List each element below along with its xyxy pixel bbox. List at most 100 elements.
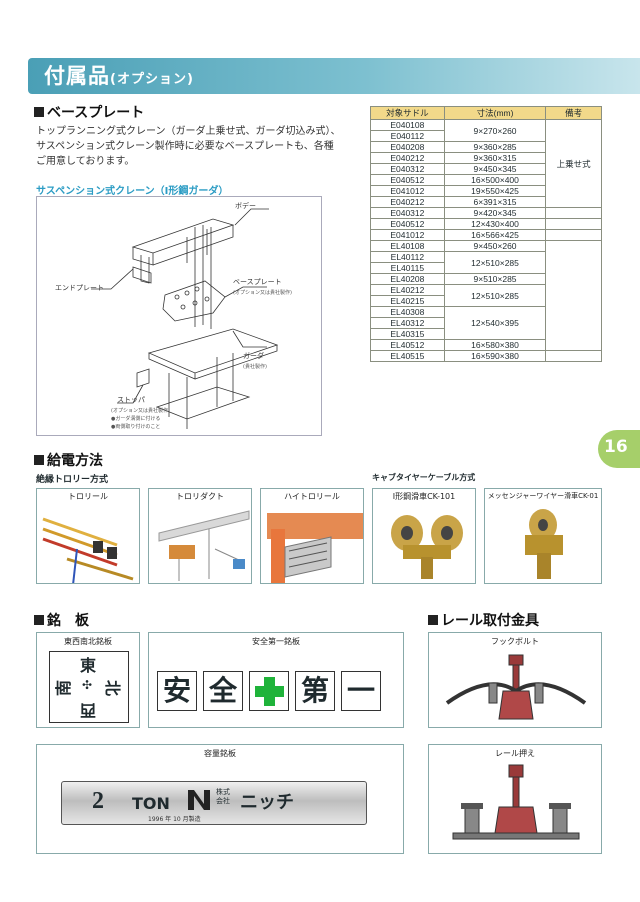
cell-size: 9×450×260 <box>443 240 547 252</box>
cell-model: EL40215 <box>370 295 445 307</box>
cell-size: 12×540×395 <box>443 306 547 340</box>
cell-model: EL40212 <box>370 284 445 296</box>
green-cross-icon <box>249 671 289 711</box>
saddle-label: ボデー <box>235 202 256 210</box>
cell-model: EL40308 <box>370 306 445 318</box>
manufacture-date: 1996 年 10 月製造 <box>148 816 201 823</box>
cell-model: E041012 <box>370 229 445 241</box>
company-name: ニッチ <box>240 792 294 813</box>
cell-size: 6×391×315 <box>443 196 547 208</box>
rail-clamp-drawing <box>452 764 580 840</box>
power-heading: 給電方法 <box>34 450 103 470</box>
cell-model: E040212 <box>370 152 445 164</box>
compass-cross-icon: ✣ <box>82 678 93 692</box>
company-prefix-2: 会社 <box>216 797 230 805</box>
photo-i-beam-pulley: I形鋼滑車CK-101 <box>372 488 476 584</box>
safety-plate: 安 全 第 一 <box>157 671 395 711</box>
cell-model: EL40208 <box>370 273 445 285</box>
safety-char-1: 安 <box>157 671 197 711</box>
stopper-note-3: ●両側取り付けのこと <box>111 424 161 430</box>
rail-fitting-heading: レール取付金具 <box>428 610 539 630</box>
cell-size: 12×430×400 <box>443 218 547 230</box>
hook-bolt-box: フックボルト <box>428 632 602 728</box>
cell-model: E040208 <box>370 141 445 153</box>
cell-model: EL40515 <box>370 350 445 362</box>
cell-size: 12×510×285 <box>443 251 547 274</box>
base-plate-description: トップランニング式クレーン（ガーダ上乗せ式、ガーダ切込み式）、 サスペンション式… <box>36 126 341 167</box>
cell-size: 9×360×315 <box>443 152 547 164</box>
capacity-plate-box: 容量銘板 2 TON 株式 会社 ニッチ 1996 年 10 月製造 <box>36 744 404 854</box>
cell-note <box>545 350 602 362</box>
cell-size: 9×420×345 <box>443 207 547 219</box>
north-char: 北 <box>103 679 123 697</box>
cell-note <box>545 229 602 241</box>
cell-model: E041012 <box>370 185 445 197</box>
cell-model: E040512 <box>370 218 445 230</box>
cell-model: E040112 <box>370 130 445 142</box>
page-title-sub: (オプション) <box>110 72 194 87</box>
base-plate-heading: ベースプレート <box>34 102 144 122</box>
cell-size: 16×590×380 <box>443 350 547 362</box>
cell-model: EL40315 <box>370 328 445 340</box>
safety-char-2: 全 <box>203 671 243 711</box>
col-header-saddle: 対象サドル <box>370 106 445 120</box>
trolley-reel-image <box>42 517 134 583</box>
cell-model: EL40115 <box>370 262 445 274</box>
photo-trolley-reel: トロリール <box>36 488 140 584</box>
cell-size: 19×550×425 <box>443 185 547 197</box>
cell-note <box>545 240 602 351</box>
title-banner <box>28 58 640 94</box>
cell-model: EL40512 <box>370 339 445 351</box>
cell-size: 12×510×285 <box>443 284 547 307</box>
girder-note: (貴社製作) <box>243 364 267 370</box>
safety-char-3: 第 <box>295 671 335 711</box>
cell-size: 9×510×285 <box>443 273 547 285</box>
stopper-note-2: ●ガーダ溝側に付ける <box>111 416 161 422</box>
cell-model: E040312 <box>370 163 445 175</box>
nameplate-heading: 銘 板 <box>34 610 89 630</box>
cell-note <box>545 207 602 219</box>
trolley-duct-image <box>158 510 250 581</box>
page-title-main: 付属品 <box>44 64 110 88</box>
capacity-unit: TON <box>132 794 170 813</box>
page-number-tab <box>598 430 640 468</box>
cell-model: E040108 <box>370 119 445 131</box>
capacity-plate: 2 TON 株式 会社 ニッチ 1996 年 10 月製造 <box>61 781 367 825</box>
i-beam-pulley-image <box>391 515 463 579</box>
cell-model: EL40108 <box>370 240 445 252</box>
stopper-label: ストッパ <box>117 396 145 404</box>
messenger-wire-pulley-image <box>525 509 563 579</box>
cabtyre-subheading: キャブタイヤーケーブル方式 <box>372 473 476 482</box>
east-char: 東 <box>80 656 97 675</box>
stopper-note-1: (オプション又は貴社製作) <box>111 408 170 414</box>
west-char: 西 <box>80 701 97 720</box>
end-plate-label: エンドプレート <box>55 284 104 292</box>
cell-model: EL40112 <box>370 251 445 263</box>
cell-model: E040512 <box>370 174 445 186</box>
cell-size: 9×270×260 <box>443 119 547 142</box>
page-title: 付属品(オプション) <box>44 61 194 95</box>
base-plate-note: (オプション又は貴社製作) <box>233 290 292 296</box>
capacity-value: 2 <box>92 788 104 814</box>
company-prefix-1: 株式 <box>216 788 230 796</box>
photo-high-trolley-reel: ハイトロリール <box>260 488 364 584</box>
high-trolley-reel-image <box>267 513 363 583</box>
col-header-note: 備考 <box>545 106 602 120</box>
base-plate-label: ベースプレート <box>233 278 282 286</box>
photo-messenger-wire-pulley: メッセンジャーワイヤー滑車CK-01 <box>484 488 602 584</box>
hook-bolt-drawing <box>445 654 587 720</box>
girder-label: ガーダ <box>243 352 264 360</box>
col-header-size: 寸法(mm) <box>443 106 547 120</box>
